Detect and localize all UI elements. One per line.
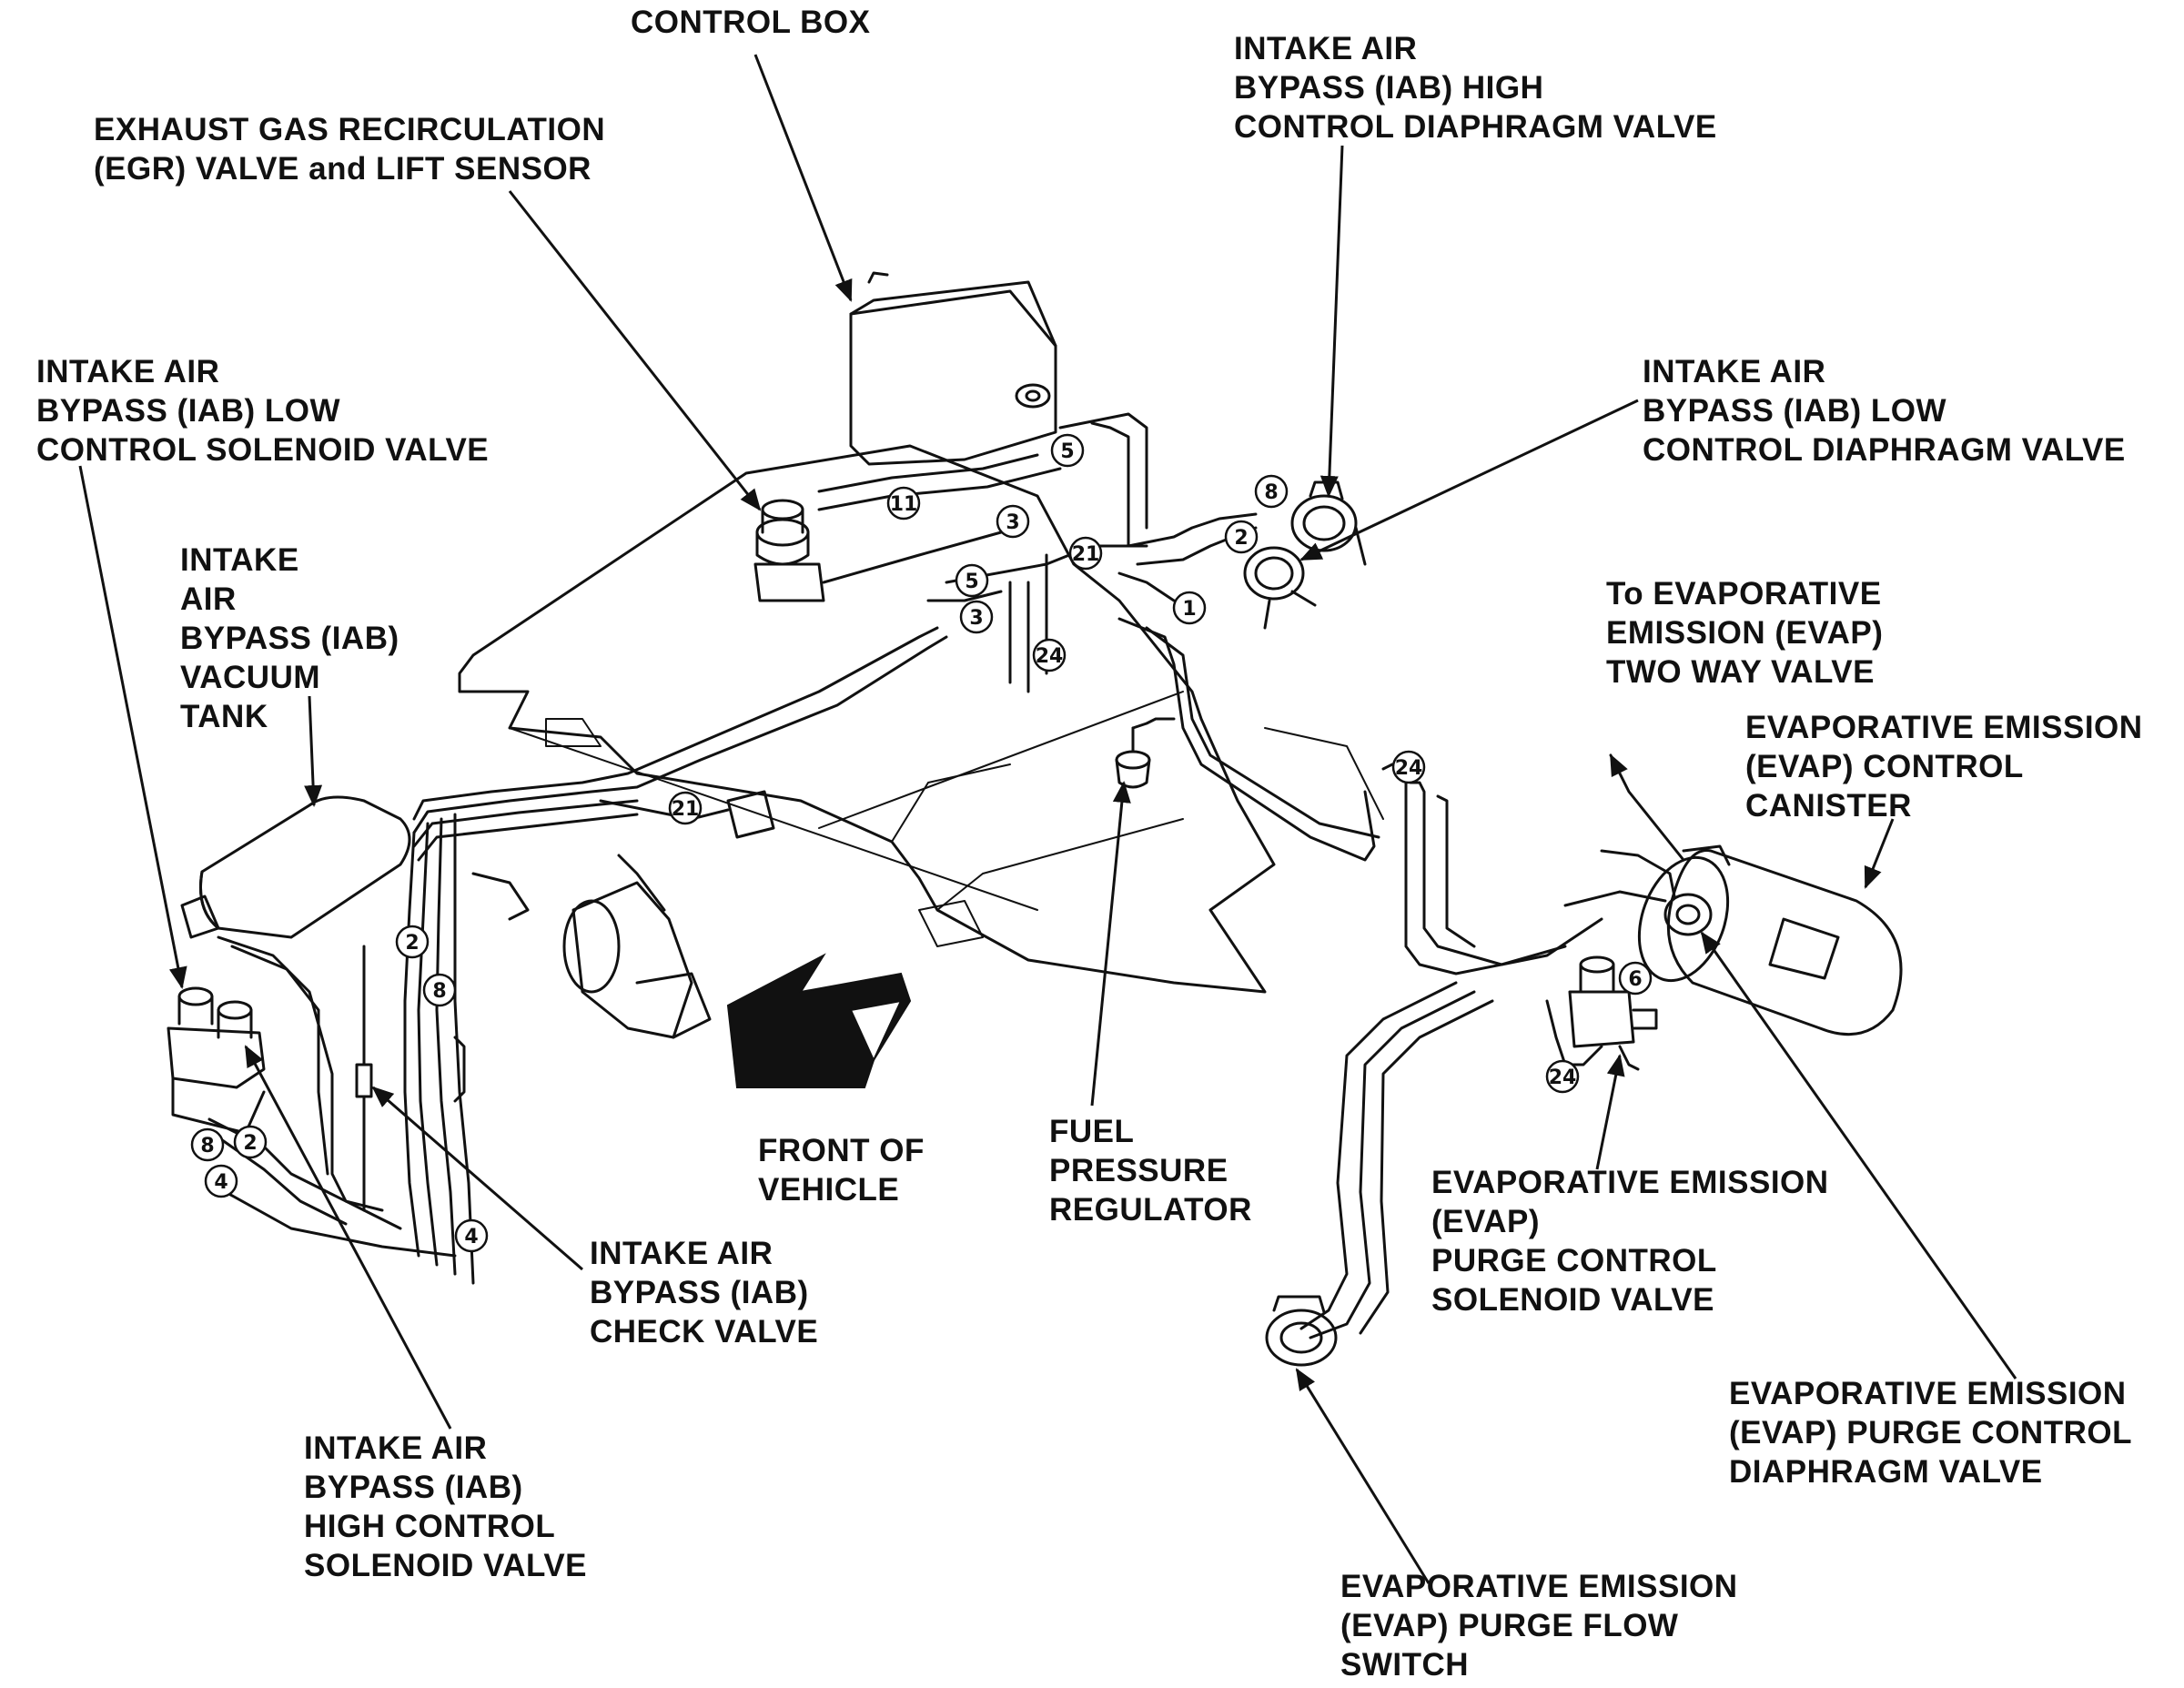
svg-text:3: 3: [1006, 511, 1019, 534]
control-box: [849, 289, 1057, 466]
svg-text:24: 24: [1395, 757, 1423, 780]
leader-egr: [508, 190, 762, 511]
leader-fuel-regulator: [1090, 781, 1131, 1107]
iab-check-valve: [355, 1063, 373, 1098]
hose-number-badge: 24: [1391, 750, 1426, 784]
leader-evap-purge-solenoid: [1595, 1054, 1625, 1170]
evap-canister: [1637, 844, 1903, 1036]
svg-text:5: 5: [1060, 440, 1074, 463]
hose-number-badge: 4: [204, 1164, 238, 1198]
svg-text:2: 2: [243, 1132, 257, 1155]
iab-low-diaphragm: [1243, 546, 1317, 607]
hose-number-badge: 2: [395, 925, 430, 959]
hose-number-badge: 8: [422, 973, 457, 1007]
iab-vacuum-tank: [180, 795, 411, 939]
iab-solenoid-pair: [167, 986, 266, 1135]
label-egr-valve: EXHAUST GAS RECIRCULATION(EGR) VALVE and…: [94, 112, 606, 187]
label-evap-purge-diaphragm: EVAPORATIVE EMISSION(EVAP) PURGE CONTROL…: [1729, 1376, 2132, 1490]
hose-number-badge: 8: [190, 1127, 225, 1162]
svg-text:8: 8: [432, 980, 446, 1003]
svg-text:24: 24: [1549, 1066, 1577, 1089]
hose-number-badge: 2: [1224, 520, 1259, 554]
leader-iab-low-diaphragm: [1299, 399, 1639, 561]
svg-text:8: 8: [200, 1135, 214, 1157]
svg-text:4: 4: [214, 1171, 228, 1194]
throttle-assembly: [562, 881, 712, 1039]
svg-text:21: 21: [672, 798, 700, 821]
evap-purge-flow-switch: [1265, 1295, 1338, 1367]
hose-number-badge: 1: [1172, 591, 1207, 625]
hose-number-badge: 4: [454, 1218, 489, 1253]
egr-valve: [753, 499, 825, 602]
leader-iab-high-solenoid: [244, 1045, 452, 1430]
hose-number-badge: 24: [1545, 1059, 1580, 1094]
leader-iab-check-valve: [371, 1086, 583, 1271]
leader-iab-high-diaphragm: [1320, 145, 1344, 498]
hose-number-badge: 5: [1050, 433, 1085, 468]
svg-text:24: 24: [1036, 645, 1064, 668]
leader-vacuum-tank: [304, 695, 323, 807]
svg-text:8: 8: [1264, 481, 1278, 504]
svg-text:11: 11: [890, 493, 918, 516]
leader-evap-canister: [1864, 818, 1895, 889]
leader-evap-purge-flow-switch: [1295, 1368, 1431, 1584]
svg-text:2: 2: [1234, 527, 1248, 550]
svg-text:21: 21: [1072, 543, 1100, 566]
label-control-box: CONTROL BOX: [631, 5, 871, 40]
svg-text:1: 1: [1182, 598, 1196, 621]
engine-manifold-outline: [458, 444, 1276, 994]
evap-purge-diaphragm: [1663, 893, 1713, 936]
evap-purge-solenoid: [1568, 955, 1658, 1048]
hose-number-badge: 5: [955, 563, 989, 598]
hose-number-badge: 8: [1254, 474, 1289, 509]
svg-text:6: 6: [1628, 968, 1642, 991]
fuel-pressure-regulator: [1115, 726, 1151, 789]
leader-evap-purge-diaphragm: [1700, 931, 2017, 1380]
hose-number-badge: 2: [233, 1125, 268, 1159]
svg-text:2: 2: [405, 932, 419, 955]
leader-control-box: [753, 54, 853, 302]
svg-text:3: 3: [969, 607, 983, 630]
iab-high-diaphragm: [1290, 480, 1358, 552]
leader-iab-low-solenoid: [78, 465, 187, 989]
hose-number-badge: 24: [1032, 638, 1067, 672]
hose-number-badge: 21: [668, 791, 703, 825]
hose-number-badge: 3: [959, 600, 994, 634]
hose-number-badge: 21: [1068, 536, 1103, 571]
hose-number-badge: 6: [1618, 961, 1653, 996]
svg-text:5: 5: [965, 571, 978, 593]
svg-text:4: 4: [464, 1226, 478, 1248]
front-of-vehicle-arrow: [726, 953, 912, 1088]
hose-number-badge: 11: [886, 486, 921, 521]
hose-number-badge: 3: [996, 504, 1030, 539]
